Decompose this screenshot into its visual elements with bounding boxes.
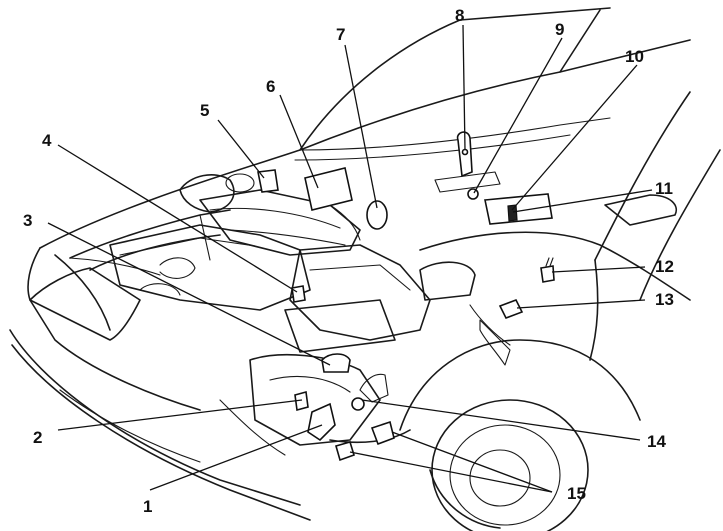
component-2-sensor bbox=[294, 390, 309, 412]
component-13-connector bbox=[498, 298, 524, 320]
callout-labels: 1 2 3 4 5 6 7 8 9 10 11 12 13 14 15 bbox=[23, 6, 674, 516]
callout-8: 8 bbox=[455, 6, 464, 25]
callout-15: 15 bbox=[567, 484, 586, 503]
component-7-round-sensor bbox=[366, 200, 388, 230]
component-1-sensor bbox=[307, 402, 336, 442]
engine-compartment bbox=[69, 173, 476, 456]
callout-5: 5 bbox=[200, 101, 209, 120]
component-12-relay bbox=[540, 265, 555, 283]
component-3-valve bbox=[321, 353, 351, 373]
component-10-instrument-unit bbox=[484, 193, 553, 225]
callout-1: 1 bbox=[143, 497, 152, 516]
component-6-control-box bbox=[304, 167, 353, 211]
callout-4: 4 bbox=[42, 131, 52, 150]
callout-3: 3 bbox=[23, 211, 32, 230]
car-body-outline bbox=[9, 7, 721, 531]
callout-11: 11 bbox=[655, 179, 673, 198]
component-11-connector bbox=[507, 204, 518, 222]
callout-7: 7 bbox=[336, 25, 345, 44]
callout-2: 2 bbox=[33, 428, 42, 447]
component-9-switch bbox=[467, 188, 479, 200]
callout-9: 9 bbox=[555, 20, 564, 39]
callout-14: 14 bbox=[647, 432, 666, 451]
callout-13: 13 bbox=[655, 290, 674, 309]
component-15-part-b bbox=[335, 441, 355, 462]
component-4-connector bbox=[291, 285, 306, 303]
callout-6: 6 bbox=[266, 77, 275, 96]
components bbox=[257, 131, 555, 462]
component-15-part-a bbox=[370, 420, 395, 446]
component-14-sensor bbox=[351, 397, 365, 411]
leader-lines bbox=[47, 24, 653, 493]
component-5-relay bbox=[257, 169, 279, 193]
callout-10: 10 bbox=[625, 47, 644, 66]
callout-12: 12 bbox=[655, 257, 674, 276]
